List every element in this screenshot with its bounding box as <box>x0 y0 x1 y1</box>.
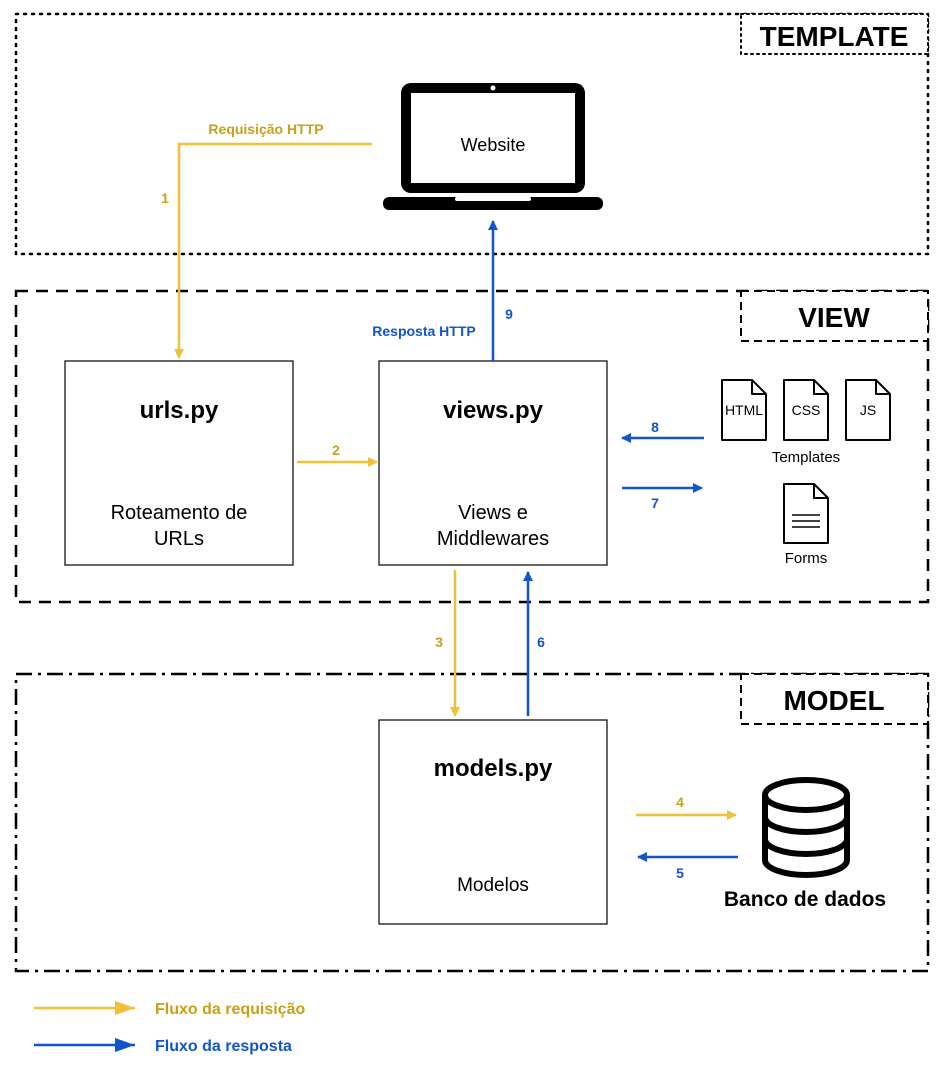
view-layer: VIEW <box>14 289 930 604</box>
view-title-box <box>740 290 929 342</box>
urls-box: urls.py Roteamento de URLs <box>64 360 294 566</box>
models-box: models.py Modelos <box>378 719 608 925</box>
view-title: VIEW <box>798 302 870 333</box>
arrow-8-number: 8 <box>651 419 659 435</box>
html-file-icon <box>721 379 767 441</box>
arrow-2-number: 2 <box>332 442 340 458</box>
model-title-box <box>740 673 929 725</box>
arrow-6-number: 6 <box>537 634 545 650</box>
arrow-5-number: 5 <box>676 865 684 881</box>
arrow-4-number: 4 <box>676 794 684 810</box>
html-file-label: HTML <box>725 402 763 418</box>
website-label: Website <box>461 135 526 155</box>
views-title: views.py <box>443 397 544 424</box>
js-file-label: JS <box>860 402 876 418</box>
database-label: Banco de dados <box>724 888 886 911</box>
arrow-9-number: 9 <box>505 306 513 322</box>
urls-subtitle-line2: URLs <box>154 528 204 550</box>
template-title-box <box>740 13 929 55</box>
views-subtitle-line1: Views e <box>458 502 528 524</box>
form-file-icon <box>783 483 829 544</box>
urls-title: urls.py <box>140 397 219 424</box>
model-layer: MODEL <box>14 672 930 973</box>
template-layer: TEMPLATE <box>14 12 930 256</box>
arrow-1-number: 1 <box>161 190 169 206</box>
models-subtitle: Modelos <box>457 875 529 896</box>
template-title: TEMPLATE <box>760 21 909 52</box>
views-box: views.py Views e Middlewares <box>378 360 608 566</box>
laptop-icon <box>383 83 603 210</box>
templates-label: Templates <box>772 449 840 466</box>
arrow-9-label: Resposta HTTP <box>372 323 475 339</box>
arrow-1-label: Requisição HTTP <box>208 121 323 137</box>
models-title: models.py <box>434 755 553 782</box>
views-subtitle-line2: Middlewares <box>437 528 549 550</box>
arrow-1 <box>174 142 372 359</box>
forms-label: Forms <box>785 550 828 567</box>
css-file-icon <box>783 379 829 441</box>
urls-subtitle-line1: Roteamento de <box>111 502 248 524</box>
arrow-3-number: 3 <box>435 634 443 650</box>
legend-response-label: Fluxo da resposta <box>155 1038 292 1055</box>
database-icon <box>762 777 850 878</box>
legend: Fluxo da requisição Fluxo da resposta <box>34 1001 305 1055</box>
js-file-icon <box>845 379 891 441</box>
css-file-label: CSS <box>792 402 821 418</box>
arrow-7-number: 7 <box>651 495 659 511</box>
model-title: MODEL <box>783 685 884 716</box>
legend-request-label: Fluxo da requisição <box>155 1001 305 1018</box>
